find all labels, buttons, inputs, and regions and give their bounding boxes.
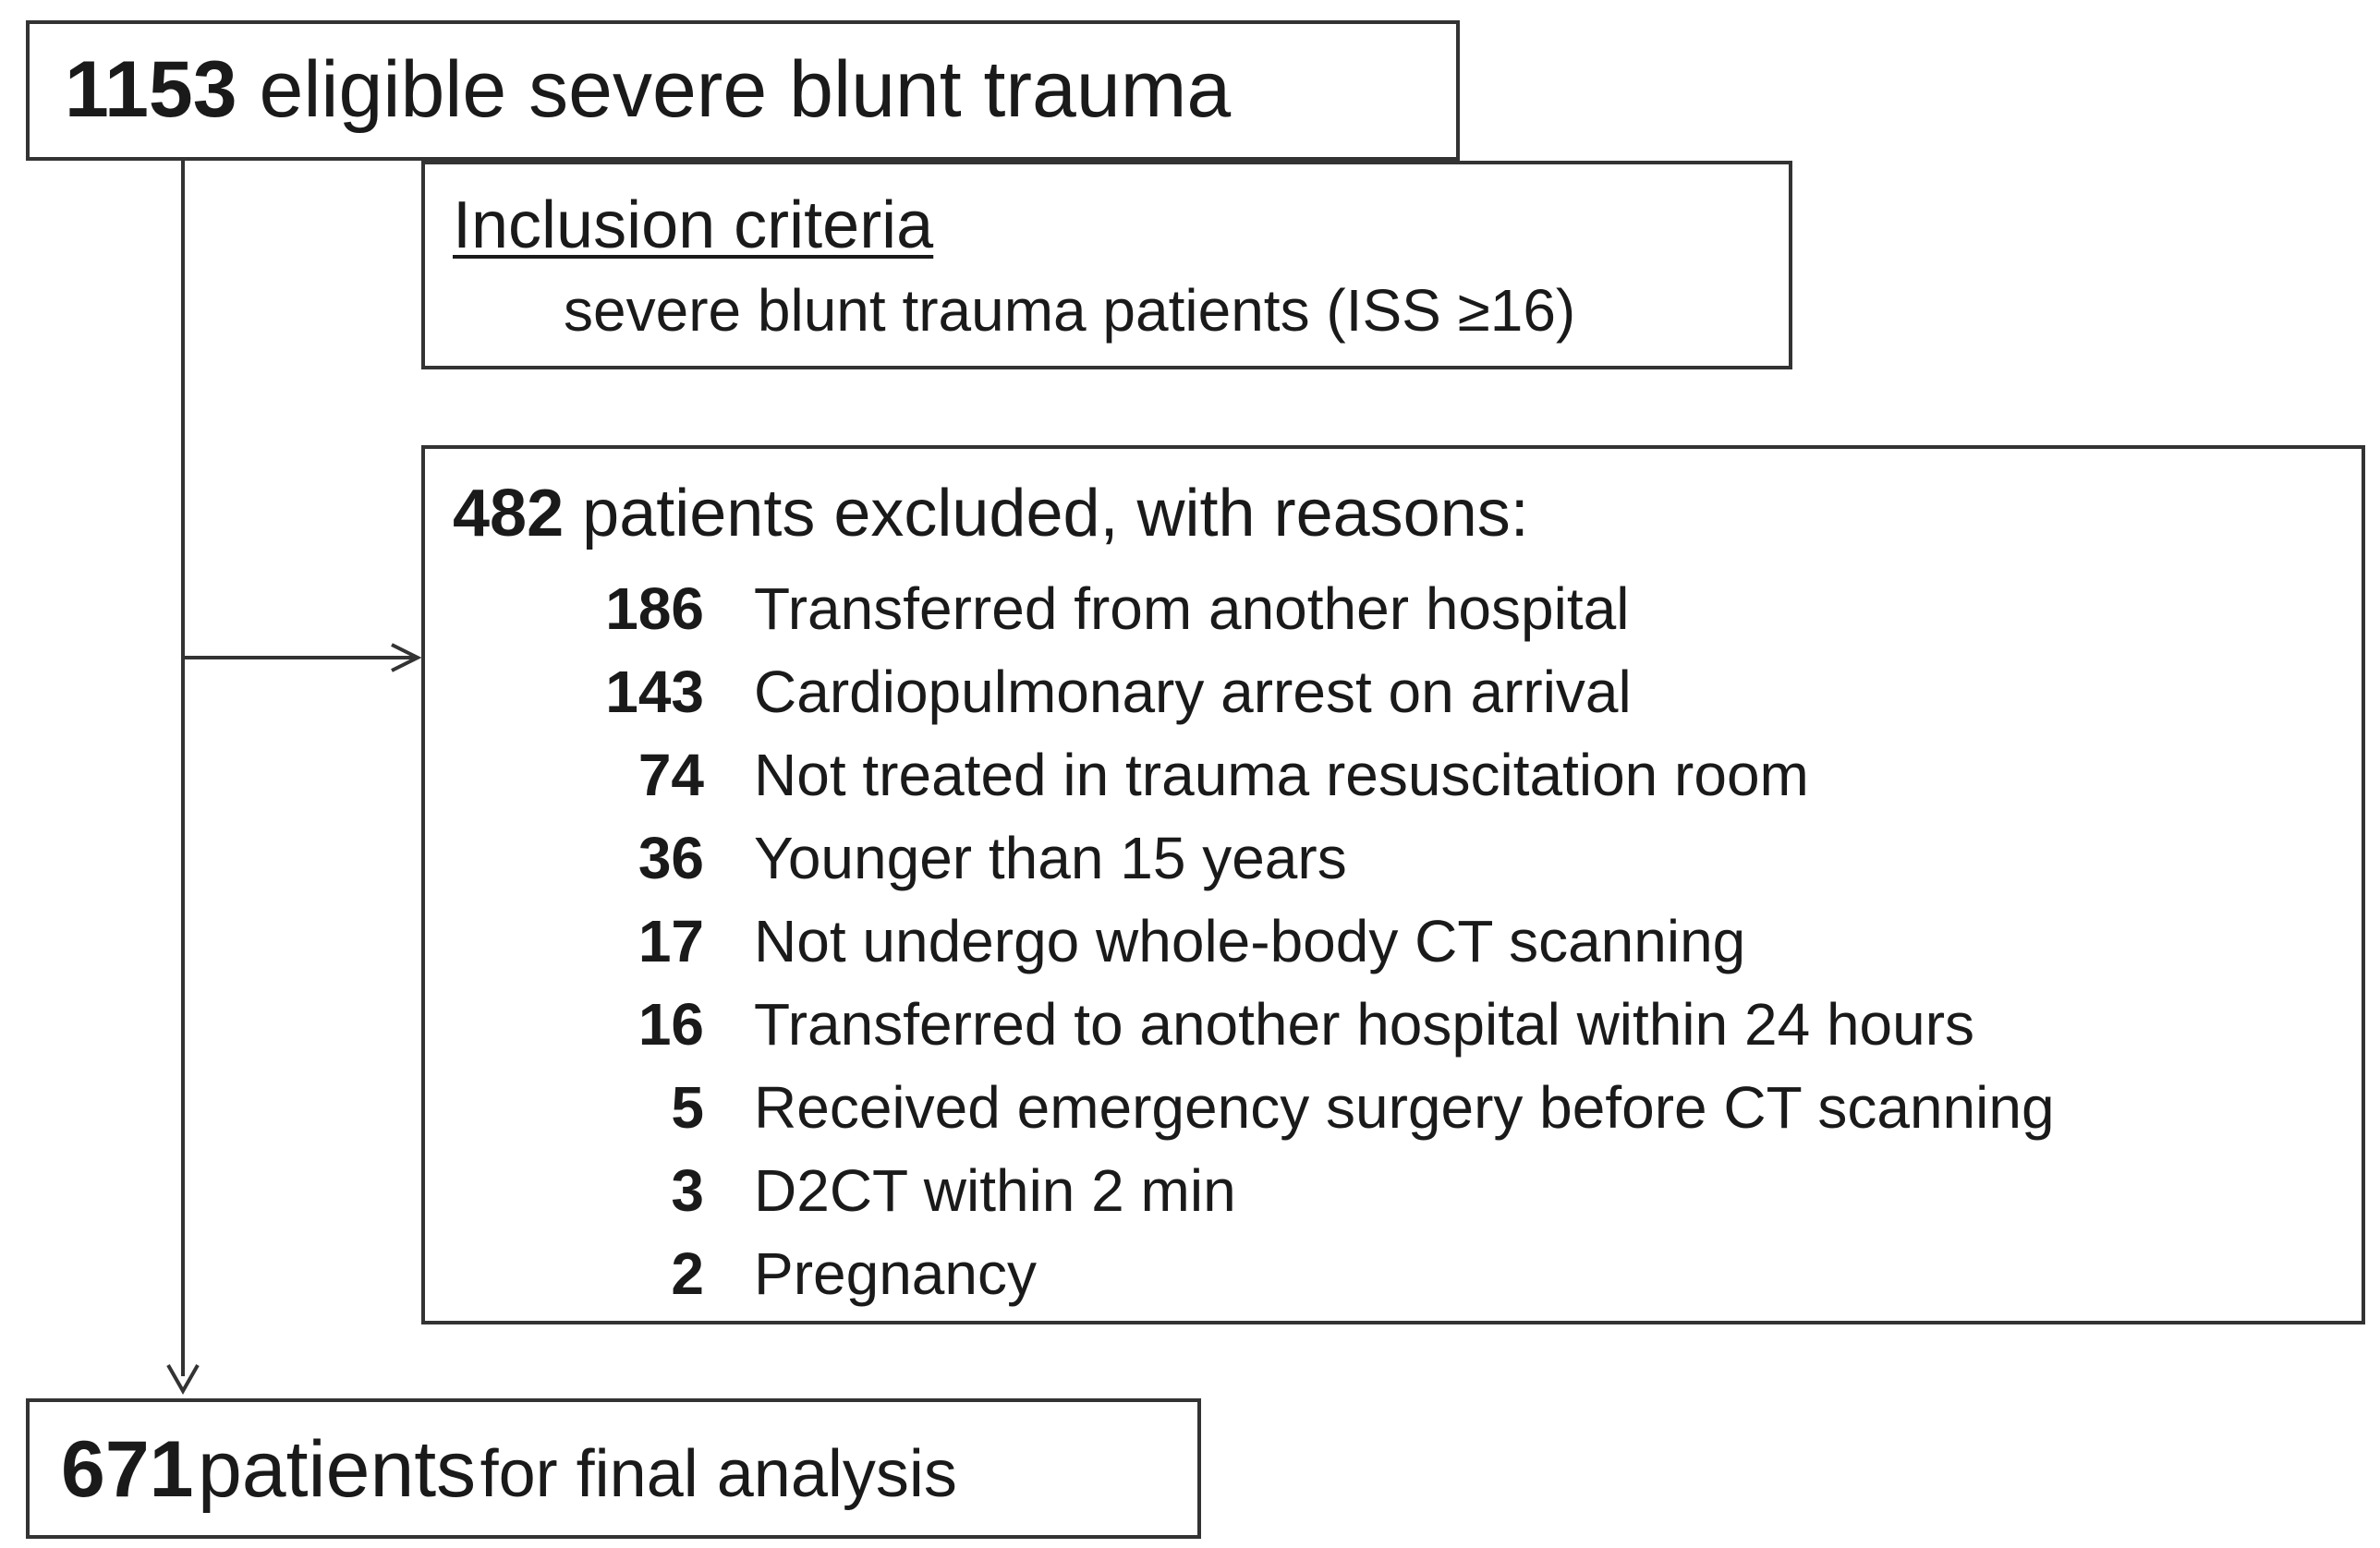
exclusion-reason: 143 Cardiopulmonary arrest on arrival [453, 650, 2362, 733]
reason-label: Cardiopulmonary arrest on arrival [754, 659, 1632, 725]
reason-count: 186 [605, 575, 704, 642]
reason-label: Pregnancy [754, 1240, 1037, 1307]
inclusion-criteria-title: Inclusion criteria [453, 188, 934, 262]
main-flow-arrowhead [166, 1364, 200, 1396]
reason-count: 5 [671, 1074, 704, 1141]
reason-count: 16 [638, 991, 704, 1058]
final-count: 671 [61, 1425, 194, 1514]
reason-count: 143 [605, 659, 704, 725]
excluded-count: 482 [453, 477, 565, 550]
exclusion-reason: 186 Transferred from another hospital [453, 567, 2362, 650]
excluded-label: patients excluded, with reasons: [582, 477, 1529, 550]
exclusion-branch-arrowhead [391, 643, 422, 672]
eligible-count: 1153 [65, 45, 237, 134]
reason-label: D2CT within 2 min [754, 1157, 1236, 1224]
reason-label: Received emergency surgery before CT sca… [754, 1074, 2055, 1141]
reason-label: Younger than 15 years [754, 825, 1347, 891]
exclusion-reason: 74 Not treated in trauma resuscitation r… [453, 733, 2362, 816]
final-label-rest: for final analysis [480, 1437, 957, 1511]
reason-label: Transferred to another hospital within 2… [754, 991, 1975, 1058]
excluded-header: 482 patients excluded, with reasons: [453, 480, 2362, 547]
reason-count: 3 [671, 1157, 704, 1224]
exclusion-reason: 17 Not undergo whole-body CT scanning [453, 900, 2362, 983]
exclusion-reason: 2 Pregnancy [453, 1232, 2362, 1315]
reason-count: 2 [671, 1240, 704, 1307]
inclusion-criteria-box: Inclusion criteria severe blunt trauma p… [421, 161, 1792, 369]
excluded-patients-box: 482 patients excluded, with reasons: 186… [421, 445, 2365, 1324]
reason-count: 74 [638, 742, 704, 808]
final-label-patients: patients [197, 1425, 477, 1514]
exclusion-reason: 36 Younger than 15 years [453, 816, 2362, 900]
reason-label: Not treated in trauma resuscitation room [754, 742, 1809, 808]
exclusion-reason: 3 D2CT within 2 min [453, 1149, 2362, 1232]
reason-label: Not undergo whole-body CT scanning [754, 908, 1746, 974]
eligible-label: eligible severe blunt trauma [259, 45, 1232, 134]
reason-count: 36 [638, 825, 704, 891]
inclusion-criteria-text: severe blunt trauma patients (ISS ≥16) [564, 277, 1576, 344]
reason-label: Transferred from another hospital [754, 575, 1630, 642]
exclusion-reason: 5 Received emergency surgery before CT s… [453, 1066, 2362, 1149]
exclusion-reason: 16 Transferred to another hospital withi… [453, 983, 2362, 1066]
eligible-patients-box: 1153 eligible severe blunt trauma [26, 20, 1460, 161]
final-analysis-box: 671 patients for final analysis [26, 1398, 1201, 1539]
reason-count: 17 [638, 908, 704, 974]
